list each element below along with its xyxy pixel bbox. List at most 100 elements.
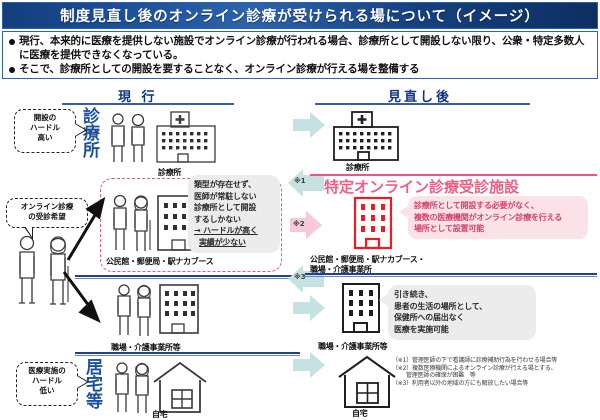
callout-tail-icon <box>399 206 408 218</box>
facility-building-icon <box>353 196 393 250</box>
lead-bullet-2: そこで、診療所としての開設を要することなく、オンライン診療が行える場を整備する <box>8 63 592 77</box>
footnote-1-line-1: 管理医師の下で看護師に診療補助行為を行わせる場合等 <box>412 357 558 364</box>
arrow-2-note-mark: ※1 <box>294 177 306 185</box>
facility-section-heading: 特定オンライン診療受診施設 <box>324 178 520 196</box>
transition-arrow-3: ※2 <box>290 210 322 240</box>
right-workplace-illustration <box>340 282 382 342</box>
left-clinic-vertical-label: 診療所 <box>79 107 99 158</box>
workplace-description-callout: 引き続き、 患者の生活の場所として、 保健所への届出なく 医療を実施可能 <box>379 285 536 340</box>
right-clinic-icon <box>333 111 399 161</box>
facility-callout-line-2: 複数の医療機関がオンライン診療を行える <box>414 212 562 222</box>
current-public-space-callout: 類型が存在せず、 医師が常駐しない 診療所として開設 するしかない → ハードル… <box>188 175 280 253</box>
patient-to-workplace-arrow-icon <box>62 271 101 323</box>
right-home-illustration <box>336 355 398 411</box>
balloon-tail-icon <box>25 226 32 237</box>
patient-request-balloon: オンライン診療 の受診希望 <box>6 198 88 240</box>
left-public-icon-label: 公民館・郵便局・駅ナカブース <box>106 257 214 266</box>
home-hurdle-line-1: 医療実施の <box>28 366 66 375</box>
bullet-dot-icon <box>9 67 15 73</box>
left-home-icon-label: 自宅 <box>152 410 168 419</box>
column-heading-revised: 見直し後 <box>388 90 453 105</box>
clinic-hurdle-line-3: 高い <box>37 133 53 142</box>
patient-pair-icon <box>19 235 69 305</box>
facility-description-callout: 診療所として開設する必要がなく、 複数の医療機関がオンライン診療を行える 場所と… <box>399 196 588 239</box>
patient-pair-illustration <box>10 232 80 310</box>
workplace-callout-line-4: 医療を実施可能 <box>394 324 449 334</box>
footnote-2-line-2: 管理医師の確保が困難 等 <box>406 372 476 380</box>
home-hurdle-balloon: 医療実施の ハードル 低い <box>16 362 89 406</box>
right-facility-label-line-2: 職場・介護事業所 <box>310 265 372 274</box>
home-hurdle-line-3: 低い <box>39 386 55 395</box>
column-heading-current: 現 行 <box>118 90 158 105</box>
public-callout-emph-2: 実績が少ない <box>199 237 246 247</box>
facility-section-rule <box>310 174 597 176</box>
right-divider-1 <box>305 273 597 277</box>
right-home-icon-label: 自宅 <box>352 409 368 418</box>
transition-arrow-5-icon <box>293 295 325 321</box>
footnotes: （※1）管理医師の下で看護師に診療補助行為を行わせる場合等 （※2）複数医療機関… <box>392 357 597 387</box>
left-home-illustration <box>110 360 210 418</box>
transition-arrow-6-icon <box>293 352 325 378</box>
right-workplace-icon-label: 職場・介護事業所等 <box>318 342 388 351</box>
balloon-tail-icon <box>77 376 87 388</box>
transition-arrow-2: ※1 <box>288 168 324 198</box>
lead-bullet-2-text: そこで、診療所としての開設を要することなく、オンライン診療が行える場を整備する <box>19 63 420 75</box>
facility-callout-line-1: 診療所として開設する必要がなく、 <box>414 201 539 210</box>
left-divider-2 <box>75 352 300 356</box>
column-rule-left <box>62 103 234 105</box>
workplace-callout-line-2: 患者の生活の場所として、 <box>394 301 487 311</box>
transition-arrow-1-icon <box>293 112 325 138</box>
right-facility-illustration <box>352 196 394 258</box>
patient-request-line-2: の受診希望 <box>28 212 66 221</box>
clinic-scene-icon <box>111 111 216 163</box>
public-callout-emph-1: → ハードルが高く <box>194 226 258 235</box>
footnote-3: （※3）利用者以外の地域の方にも解放したい場合等 <box>392 380 597 388</box>
transition-arrow-4-icon <box>288 265 324 293</box>
lead-bullet-1-text: 現行、本来的に医療を提供しない施設でオンライン診療が行われる場合、診療所として開… <box>19 35 585 61</box>
left-workplace-icon-label: 職場・介護事業所等 <box>111 343 181 352</box>
footnote-2: （※2）複数医療機関によるオンライン診療が行える場とする、 <box>392 365 597 373</box>
right-clinic-illustration <box>328 110 404 165</box>
public-callout-line-1: 類型が存在せず、 <box>194 180 256 189</box>
patient-request-line-1: オンライン診療 <box>20 202 74 211</box>
clinic-hurdle-line-2: ハードル <box>30 123 60 132</box>
home-hurdle-line-2: ハードル <box>32 376 62 385</box>
page-title: 制度見直し後のオンライン診療が受けられる場について（イメージ） <box>60 9 540 25</box>
left-divider-1 <box>75 275 300 279</box>
right-home-icon <box>338 355 396 408</box>
footnote-1-tag: （※1） <box>392 357 413 364</box>
public-callout-line-4: するしかない <box>194 214 241 224</box>
footnote-3-tag: （※3） <box>392 379 413 387</box>
facility-callout-line-3: 場所として設置可能 <box>414 224 484 233</box>
transition-arrow-3-icon <box>290 211 322 239</box>
public-callout-line-2: 医師が常駐しない <box>194 191 257 201</box>
patient-to-public-arrow-icon <box>66 196 106 261</box>
slide-header: 制度見直し後のオンライン診療が受けられる場について（イメージ） <box>2 2 598 29</box>
public-callout-line-3: 診療所として開設 <box>194 203 257 212</box>
left-workplace-illustration <box>112 282 202 344</box>
lead-bullet-box: 現行、本来的に医療を提供しない施設でオンライン診療が行われる場合、診療所として開… <box>2 31 598 79</box>
left-clinic-illustration <box>105 110 220 168</box>
column-rule-right <box>315 103 530 105</box>
footnote-2-tag: （※2） <box>392 364 413 372</box>
left-clinic-icon-label: 診療所 <box>158 168 182 177</box>
arrow-4-note-mark: ※3 <box>294 273 306 281</box>
clinic-hurdle-balloon: 開設の ハードル 高い <box>14 109 87 153</box>
footnote-2-cont: 管理医師の確保が困難 等 <box>392 372 597 380</box>
lead-bullet-1: 現行、本来的に医療を提供しない施設でオンライン診療が行われる場合、診療所として開… <box>8 35 592 62</box>
right-clinic-icon-label: 診療所 <box>346 163 370 172</box>
clinic-hurdle-line-1: 開設の <box>33 113 57 122</box>
callout-tail-icon <box>379 294 388 306</box>
balloon-tail-icon <box>75 124 85 136</box>
footnote-2-line-1: 複数医療機関によるオンライン診療が行える場とする、 <box>412 364 557 372</box>
right-facility-label-line-1: 公民館・郵便局・駅ナカブース・ <box>310 255 426 264</box>
home-scene-icon <box>115 361 207 413</box>
workplace-callout-line-3: 保健所への届出なく <box>394 313 465 322</box>
footnote-3-line-1: 利用者以外の地域の方にも解放したい場合等 <box>412 379 529 387</box>
workplace-callout-line-1: 引き続き、 <box>394 290 433 299</box>
arrow-3-note-mark: ※2 <box>293 220 305 228</box>
transition-arrow-4: ※3 <box>288 264 324 294</box>
workplace-scene-icon <box>117 284 199 336</box>
right-workplace-icon <box>342 283 380 333</box>
